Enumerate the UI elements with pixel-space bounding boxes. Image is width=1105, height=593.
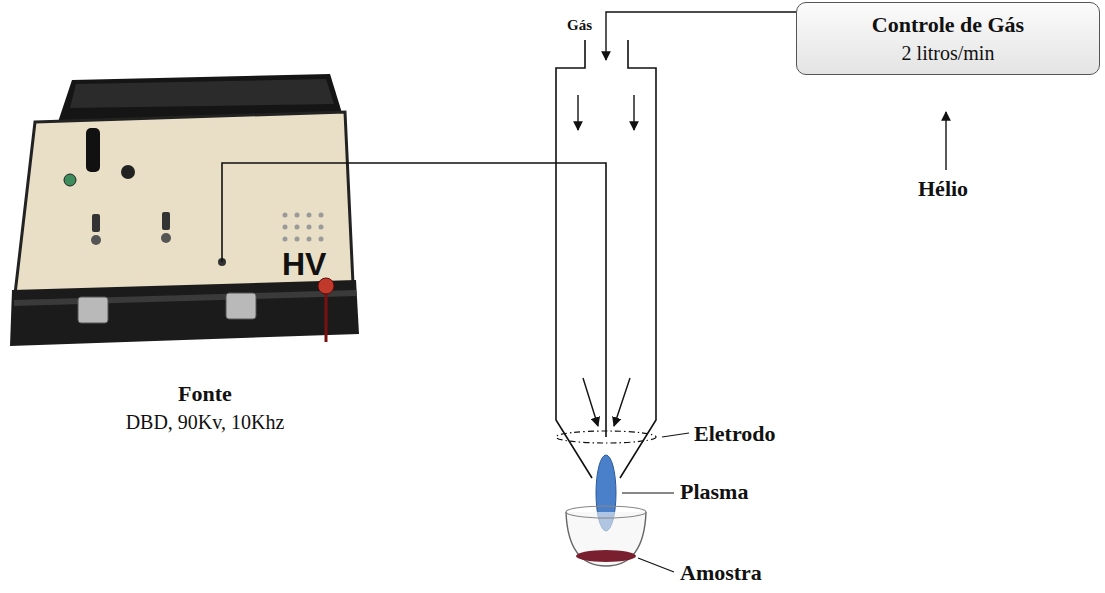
hv-wire (222, 163, 606, 437)
sample-dish (566, 506, 646, 566)
callout-label: Eletrodo (694, 421, 775, 447)
flow-arrow (583, 378, 598, 426)
node-detail: DBD, 90Kv, 10Khz (36, 409, 374, 435)
node-detail: 2 litros/min (809, 40, 1087, 66)
gas-line (606, 12, 796, 60)
leader-line (622, 492, 674, 493)
callout-label: Amostra (680, 560, 762, 586)
leader-line (638, 558, 674, 572)
electrode (556, 431, 656, 443)
hv-label: HV (282, 246, 326, 283)
node-heading: Fonte (36, 380, 374, 409)
reactor-tube (556, 40, 656, 478)
helium-label: Hélio (918, 176, 968, 202)
power-supply-caption: FonteDBD, 90Kv, 10Khz (30, 378, 380, 437)
flow-arrow (577, 95, 578, 130)
flow-arrow (614, 378, 630, 426)
power-supply-picture (10, 74, 359, 346)
node-heading: Controle de Gás (809, 11, 1087, 40)
leader-line (662, 433, 689, 437)
flow-arrow (633, 95, 634, 130)
gas-control-box: Controle de Gás2 litros/min (796, 2, 1100, 75)
helium-arrow (945, 112, 946, 170)
gas-label: Gás (567, 17, 592, 34)
callout-label: Plasma (680, 479, 748, 505)
